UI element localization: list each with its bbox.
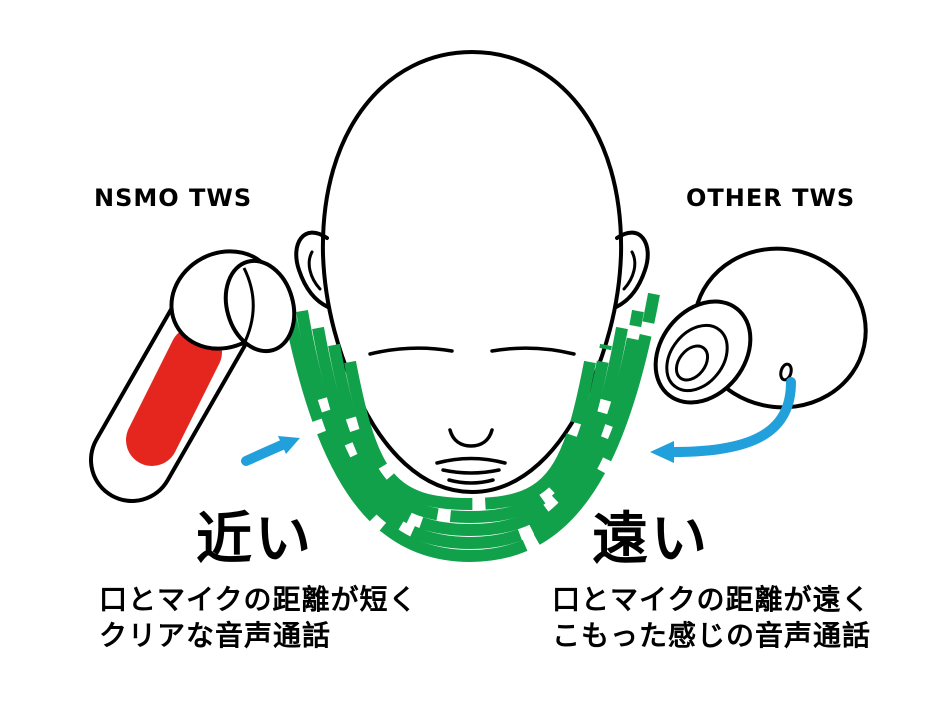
nose [448,428,494,448]
mic-direction-arrow-left [241,436,300,466]
nsmo-earbud [89,249,297,503]
near-description-line1: 口とマイクの距離が短く [99,583,418,616]
left-ear [294,230,330,309]
sound-wave-arcs [280,292,660,563]
mouth-lower [447,478,495,485]
sound-wave-arc [328,343,612,524]
far-description-line2: こもった感じの音声通話 [552,619,872,652]
earbud-tip-ring-inner [674,344,710,382]
right-eyebrow [490,346,576,356]
near-description-line2: クリアな音声通話 [99,619,332,652]
arrow-shaft [669,377,796,457]
sound-wave-arc [312,326,628,537]
arrow-shaft [241,440,287,466]
earbud-stem-red-accent [126,326,222,466]
earbud-tip-ridge [241,267,255,347]
earbud-tip-ring-outer [665,323,729,393]
far-description-line1: 口とマイクの距離が遠く [552,583,871,616]
mouth-seam [441,468,501,475]
sound-wave-arc [344,360,596,511]
mic-direction-arrow-right [650,377,796,463]
earbud-tip [223,258,297,354]
far-distance-label: 遠い [592,507,710,572]
other-brand-label: OTHER TWS [686,184,856,212]
right-ear [614,230,650,309]
arrow-head-icon [278,436,300,454]
face-features [368,346,576,485]
left-eyebrow [368,346,454,356]
sound-wave-arc [280,292,660,563]
other-earbud [653,246,868,410]
arrow-head-icon [650,441,674,463]
sound-wave-arc [296,309,644,550]
mouth-upper [435,456,507,465]
nsmo-brand-label: NSMO TWS [94,184,253,212]
near-distance-label: 近い [196,507,314,572]
mic-hole [779,362,793,382]
